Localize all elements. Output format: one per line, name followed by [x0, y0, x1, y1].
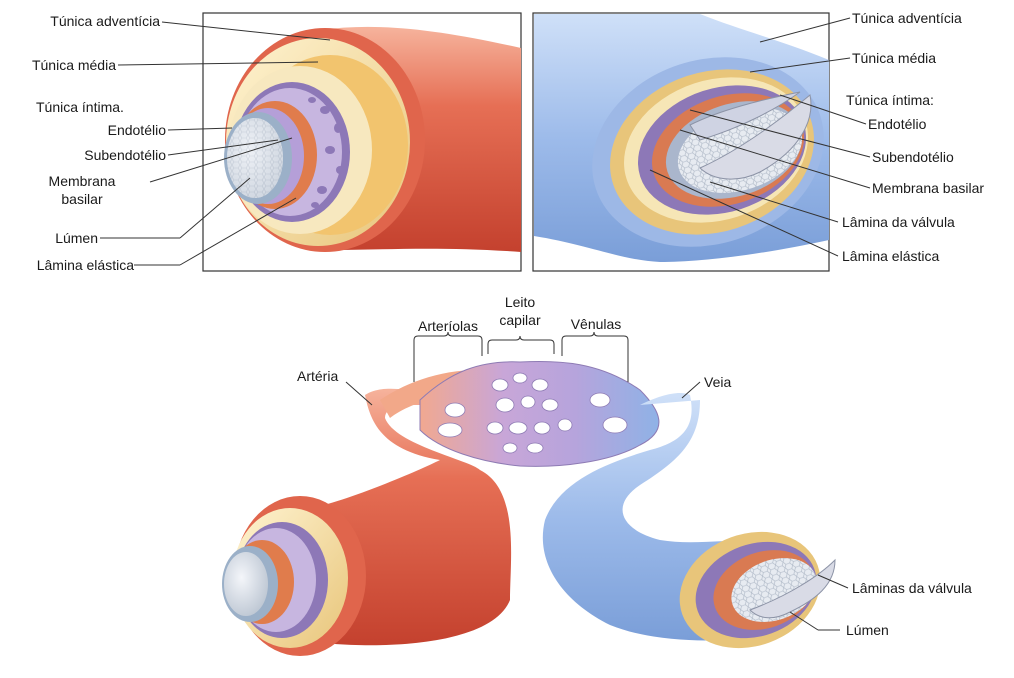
artery-endothelium-label: Endotélio — [108, 122, 166, 138]
arterioles-label: Arteríolas — [404, 318, 492, 334]
vein-media-label: Túnica média — [852, 50, 936, 66]
artery-label: Artéria — [297, 368, 338, 384]
vein-section-panel — [533, 13, 870, 276]
bottom-lumen-label: Lúmen — [846, 622, 889, 638]
artery-intima-label: Túnica íntima. — [36, 99, 124, 115]
artery-lumen-label: Lúmen — [55, 230, 98, 246]
artery-basement-label-1: Membrana — [42, 173, 122, 189]
vein-intima-label: Túnica íntima: — [846, 92, 934, 108]
artery-elastic-label: Lâmina elástica — [37, 257, 134, 273]
artery-subendothelium-label: Subendotélio — [84, 147, 166, 163]
vein-adventitia-label: Túnica adventícia — [852, 10, 962, 26]
vein-subendothelium-label: Subendotélio — [872, 149, 954, 165]
vein-elastic-label: Lâmina elástica — [842, 248, 939, 264]
vein-cylinder — [534, 14, 849, 276]
vein-basement-label: Membrana basilar — [872, 180, 984, 196]
artery-basement-label-2: basilar — [42, 191, 122, 207]
artery-section-panel — [100, 13, 521, 271]
bottom-artery-section — [222, 496, 366, 656]
capillary-label-2: capilar — [480, 312, 560, 328]
bottom-vein-section — [663, 513, 837, 667]
vein-valve-label: Lâmina da válvula — [842, 214, 955, 230]
venules-label: Vênulas — [560, 316, 632, 332]
artery-cylinder — [224, 27, 521, 252]
vein-endothelium-label: Endotélio — [868, 116, 926, 132]
vein-label: Veia — [704, 374, 731, 390]
artery-media-label: Túnica média — [32, 57, 116, 73]
artery-adventitia-label: Túnica adventícia — [50, 13, 160, 29]
valve-laminae-label: Lâminas da válvula — [852, 580, 972, 596]
capillary-label-1: Leito — [480, 294, 560, 310]
